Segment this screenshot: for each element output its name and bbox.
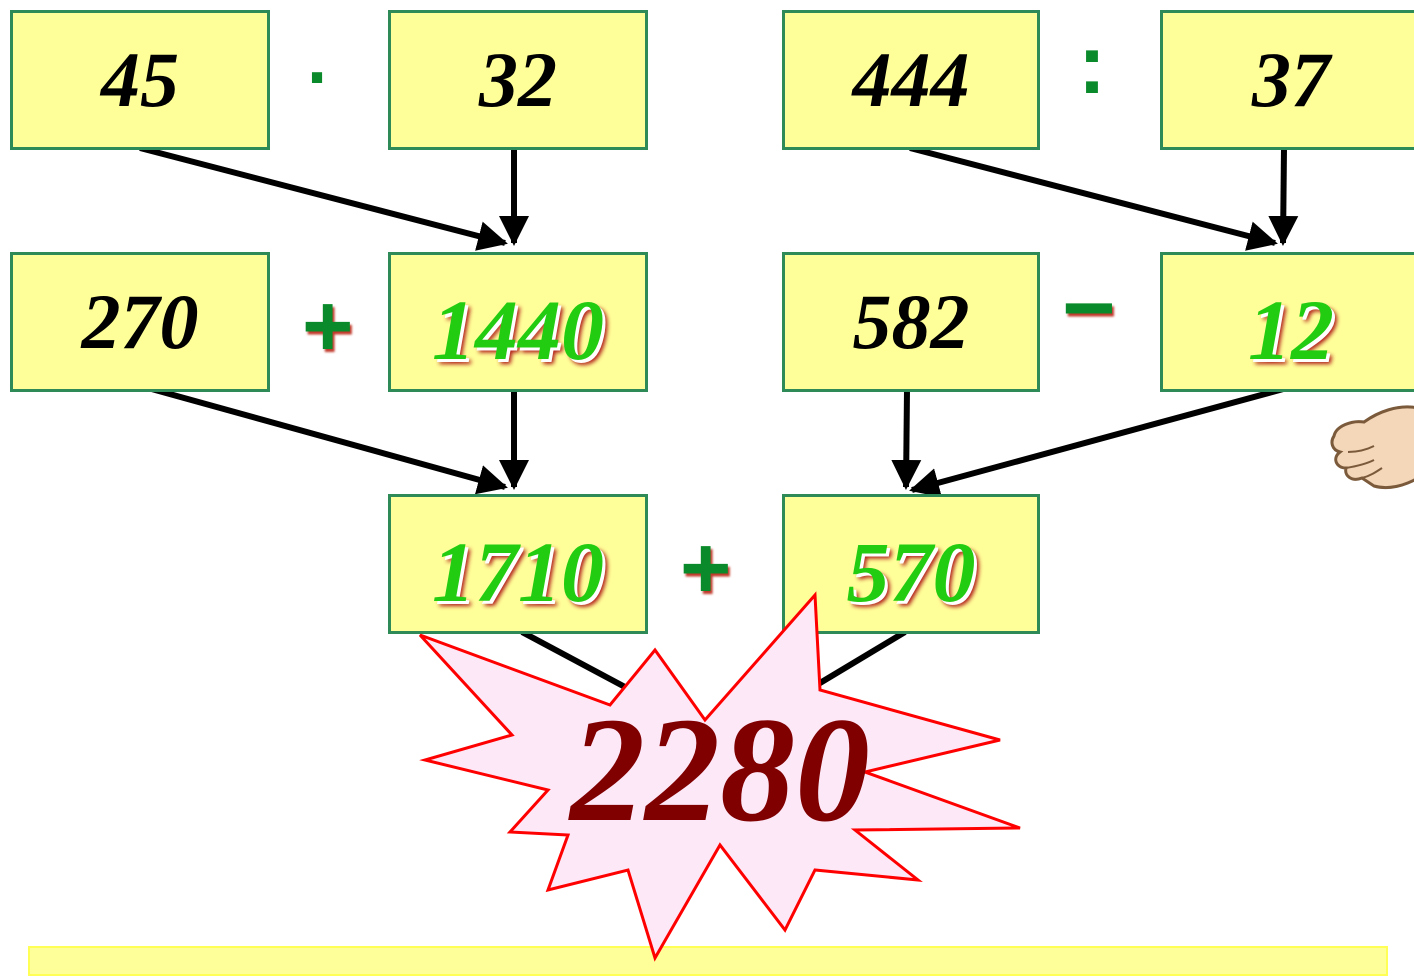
result-value: 2280 bbox=[570, 687, 870, 853]
plus-sign-row2: + bbox=[302, 276, 354, 375]
factor-box-45: 45 bbox=[10, 10, 270, 150]
arrow-12-to-570 bbox=[909, 385, 1288, 498]
factor-32-text: 32 bbox=[479, 36, 557, 123]
arrow-582-to-570 bbox=[891, 389, 922, 490]
arrow-37-to-12 bbox=[1268, 147, 1299, 246]
product-box-1440: 1440 bbox=[388, 252, 648, 392]
pointing-hand-icon bbox=[1330, 405, 1414, 490]
quotient-box-12: 12 bbox=[1160, 252, 1414, 392]
sum-1710-text: 1710 bbox=[432, 524, 604, 620]
line-1710-to-result bbox=[520, 629, 642, 698]
minus-sign: − bbox=[1062, 257, 1116, 359]
difference-570-text: 570 bbox=[846, 524, 976, 620]
factor-box-32: 32 bbox=[388, 10, 648, 150]
product-1440-text: 1440 bbox=[432, 282, 604, 378]
plus-sign-row3: + bbox=[680, 518, 732, 617]
arrow-45-to-1440 bbox=[139, 145, 508, 251]
dividend-444-text: 444 bbox=[852, 36, 970, 123]
term-270-text: 270 bbox=[81, 278, 199, 365]
multiply-sign: · bbox=[307, 38, 331, 118]
sum-box-1710: 1710 bbox=[388, 494, 648, 634]
factor-45-text: 45 bbox=[101, 36, 179, 123]
term-box-582: 582 bbox=[782, 252, 1040, 392]
quotient-12-text: 12 bbox=[1248, 282, 1334, 378]
dividend-box-444: 444 bbox=[782, 10, 1040, 150]
term-582-text: 582 bbox=[852, 278, 970, 365]
difference-box-570: 570 bbox=[782, 494, 1040, 634]
divisor-box-37: 37 bbox=[1160, 10, 1414, 150]
arrow-444-to-12 bbox=[909, 145, 1278, 251]
divisor-37-text: 37 bbox=[1252, 36, 1330, 123]
divide-sign: : bbox=[1078, 17, 1106, 111]
term-box-270: 270 bbox=[10, 252, 270, 392]
arrow-270-to-1710 bbox=[147, 385, 508, 495]
